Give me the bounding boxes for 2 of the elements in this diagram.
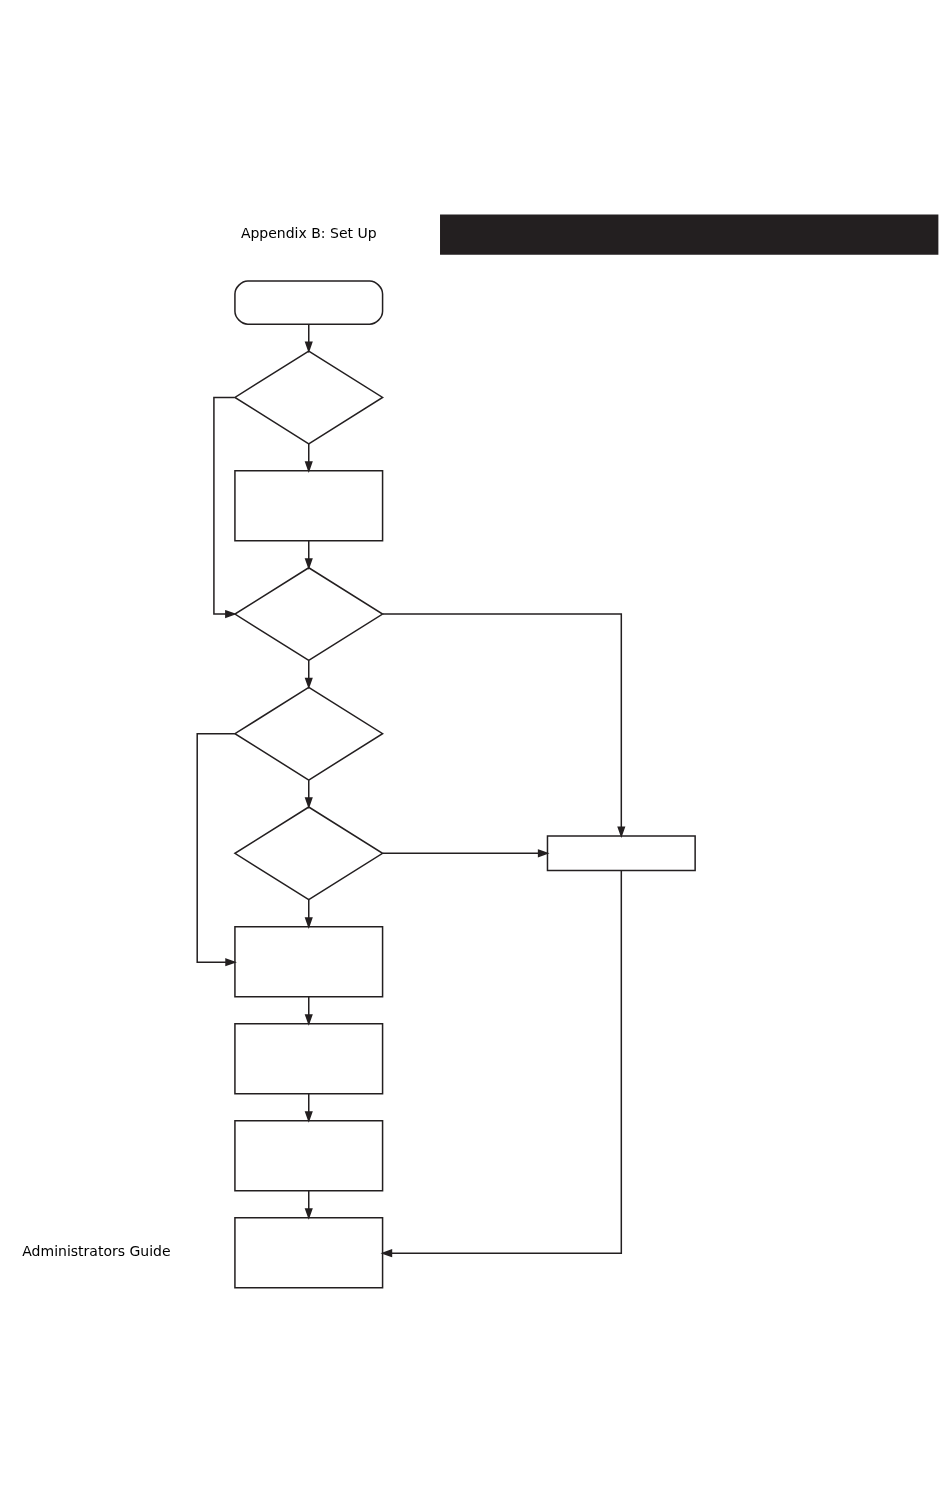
label: Administrators Guide [22, 1242, 171, 1259]
label: Appendix B: Set Up [240, 224, 377, 241]
